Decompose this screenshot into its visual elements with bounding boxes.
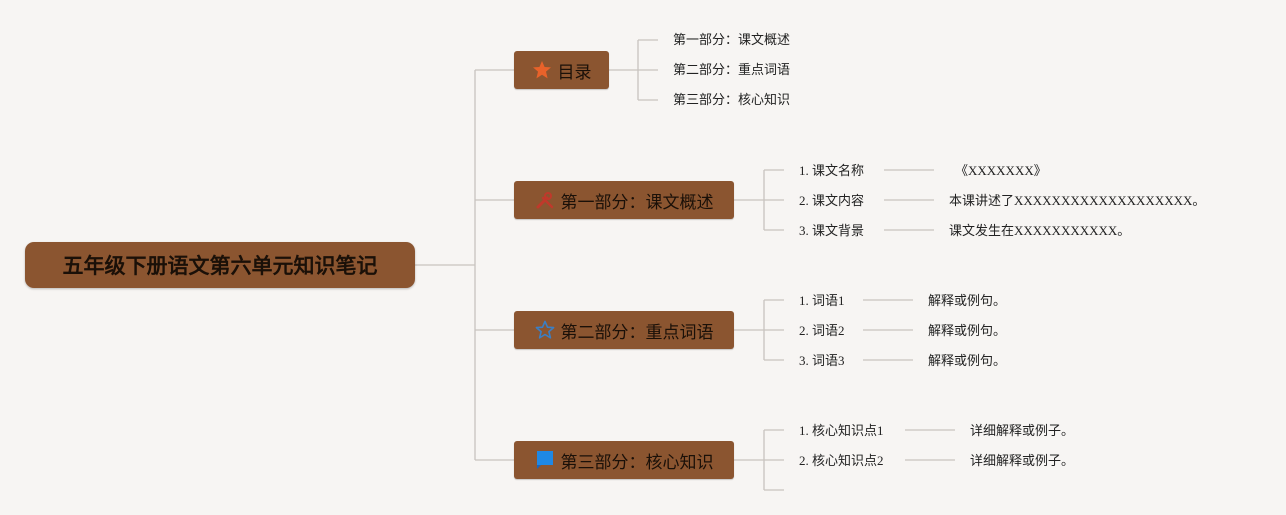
topic-label[interactable]: 1. 词语1 [799,293,845,308]
topic-detail[interactable]: 解释或例句。 [928,293,1007,308]
branch-title: 目录 [557,62,592,83]
topic-detail[interactable]: 解释或例句。 [928,353,1007,368]
star-filled-icon [532,60,552,80]
branch-node-vocabulary[interactable]: 第二部分：重点词语 [514,311,734,349]
branch-node-toc[interactable]: 目录 [514,51,609,89]
topic-detail[interactable]: 《XXXXXXX》 [955,163,1047,178]
tools-icon [535,190,555,210]
branch-title: 第三部分：核心知识 [560,452,714,473]
topic-label[interactable]: 1. 课文名称 [799,163,865,178]
toc-item[interactable]: 第二部分：重点词语 [673,63,791,78]
root-title: 五年级下册语文第六单元知识笔记 [62,254,378,278]
topic-detail[interactable]: 课文发生在XXXXXXXXXXX。 [949,223,1131,238]
star-outline-icon [535,320,555,340]
branch-title: 第一部分：课文概述 [560,192,714,213]
topic-detail[interactable]: 详细解释或例子。 [970,453,1075,468]
root-node[interactable]: 五年级下册语文第六单元知识笔记 [25,242,415,288]
branch-node-overview[interactable]: 第一部分：课文概述 [514,181,734,219]
topic-label[interactable]: 1. 核心知识点1 [799,423,884,438]
topic-detail[interactable]: 解释或例句。 [928,323,1007,338]
branch-node-core-knowledge[interactable]: 第三部分：核心知识 [514,441,734,479]
topic-detail[interactable]: 详细解释或例子。 [970,423,1075,438]
branch-title: 第二部分：重点词语 [560,322,714,343]
topic-label[interactable]: 2. 课文内容 [799,193,865,208]
toc-item[interactable]: 第三部分：核心知识 [673,93,791,108]
flag-icon [535,450,555,470]
topic-detail[interactable]: 本课讲述了XXXXXXXXXXXXXXXXXXX。 [949,193,1206,208]
topic-label[interactable]: 3. 词语3 [799,353,845,368]
toc-item[interactable]: 第一部分：课文概述 [673,33,791,48]
topic-label[interactable]: 3. 课文背景 [799,223,865,238]
topic-label[interactable]: 2. 核心知识点2 [799,453,884,468]
topic-label[interactable]: 2. 词语2 [799,323,845,338]
